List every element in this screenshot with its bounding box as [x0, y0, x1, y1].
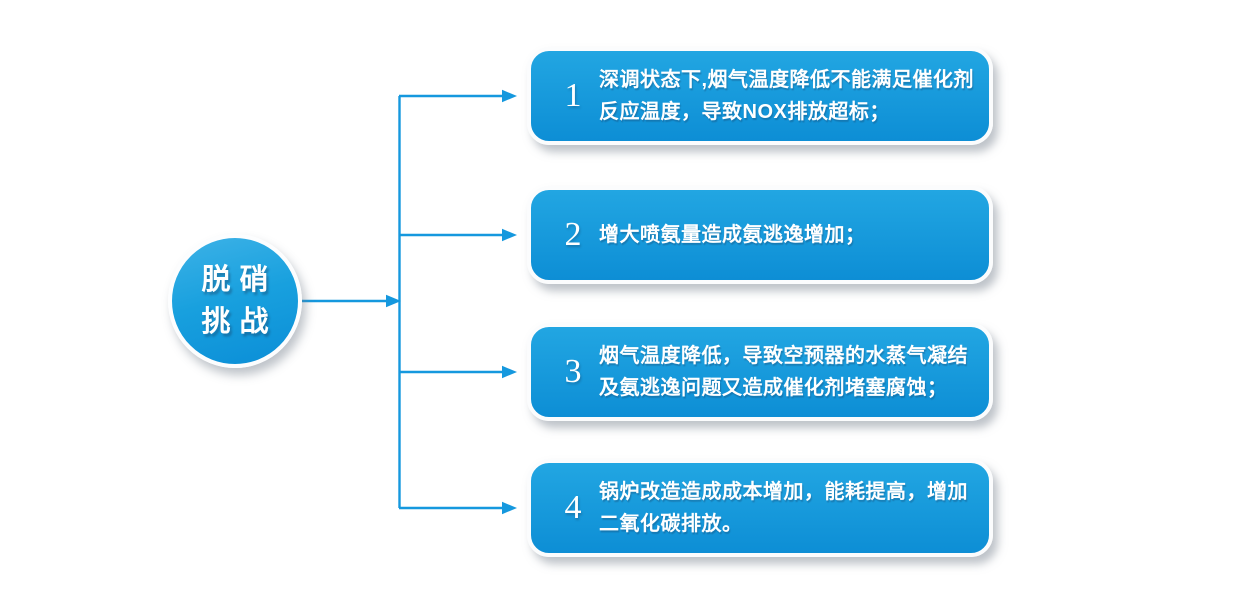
challenge-card-2: 2 增大喷氨量造成氨逃逸增加； [527, 186, 993, 284]
challenge-card-3: 3 烟气温度降低，导致空预器的水蒸气凝结 及氨逃逸问题又造成催化剂堵塞腐蚀； [527, 323, 993, 421]
challenge-3-text-line-2: 及氨逃逸问题又造成催化剂堵塞腐蚀； [599, 377, 948, 399]
challenge-2-text: 增大喷氨量造成氨逃逸增加； [599, 219, 866, 251]
challenge-4-text: 锅炉改造造成成本增加，能耗提高，增加 二氧化碳排放。 [599, 476, 968, 541]
arrow-branch-2-head [502, 228, 517, 242]
arrow-branch-1-head [502, 89, 517, 103]
challenge-3-text-line-1: 烟气温度降低，导致空预器的水蒸气凝结 [599, 344, 968, 367]
challenge-1-text-line-2: 反应温度，导致NOX排放超标； [599, 101, 890, 123]
challenge-1-text-line-1: 深调状态下,烟气温度降低不能满足催化剂 [599, 68, 975, 91]
arrow-branch-3-head [502, 365, 517, 379]
arrow-branch-4-head [502, 501, 517, 515]
challenge-4-number: 4 [564, 489, 582, 526]
root-node-label: 脱硝 挑战 [192, 259, 277, 343]
challenge-card-4: 4 锅炉改造造成成本增加，能耗提高，增加 二氧化碳排放。 [527, 459, 993, 557]
root-label-line-2: 挑战 [201, 306, 278, 338]
challenge-3-text: 烟气温度降低，导致空预器的水蒸气凝结 及氨逃逸问题又造成催化剂堵塞腐蚀； [599, 340, 968, 405]
arrow-main-head [386, 294, 401, 308]
challenge-4-text-line-1: 锅炉改造造成成本增加，能耗提高，增加 [599, 480, 968, 503]
root-label-line-1: 脱硝 [201, 263, 278, 296]
challenge-3-number: 3 [564, 353, 582, 390]
challenge-4-text-line-2: 二氧化碳排放。 [599, 513, 743, 535]
challenge-1-number: 1 [564, 77, 582, 114]
challenge-card-1: 1 深调状态下,烟气温度降低不能满足催化剂 反应温度，导致NOX排放超标； [527, 47, 993, 145]
challenge-1-text: 深调状态下,烟气温度降低不能满足催化剂 反应温度，导致NOX排放超标； [599, 64, 974, 129]
challenge-2-number: 2 [564, 216, 582, 253]
root-node-denitrification-challenge: 脱硝 挑战 [168, 234, 302, 368]
challenge-2-text-line-1: 增大喷氨量造成氨逃逸增加； [599, 223, 866, 246]
